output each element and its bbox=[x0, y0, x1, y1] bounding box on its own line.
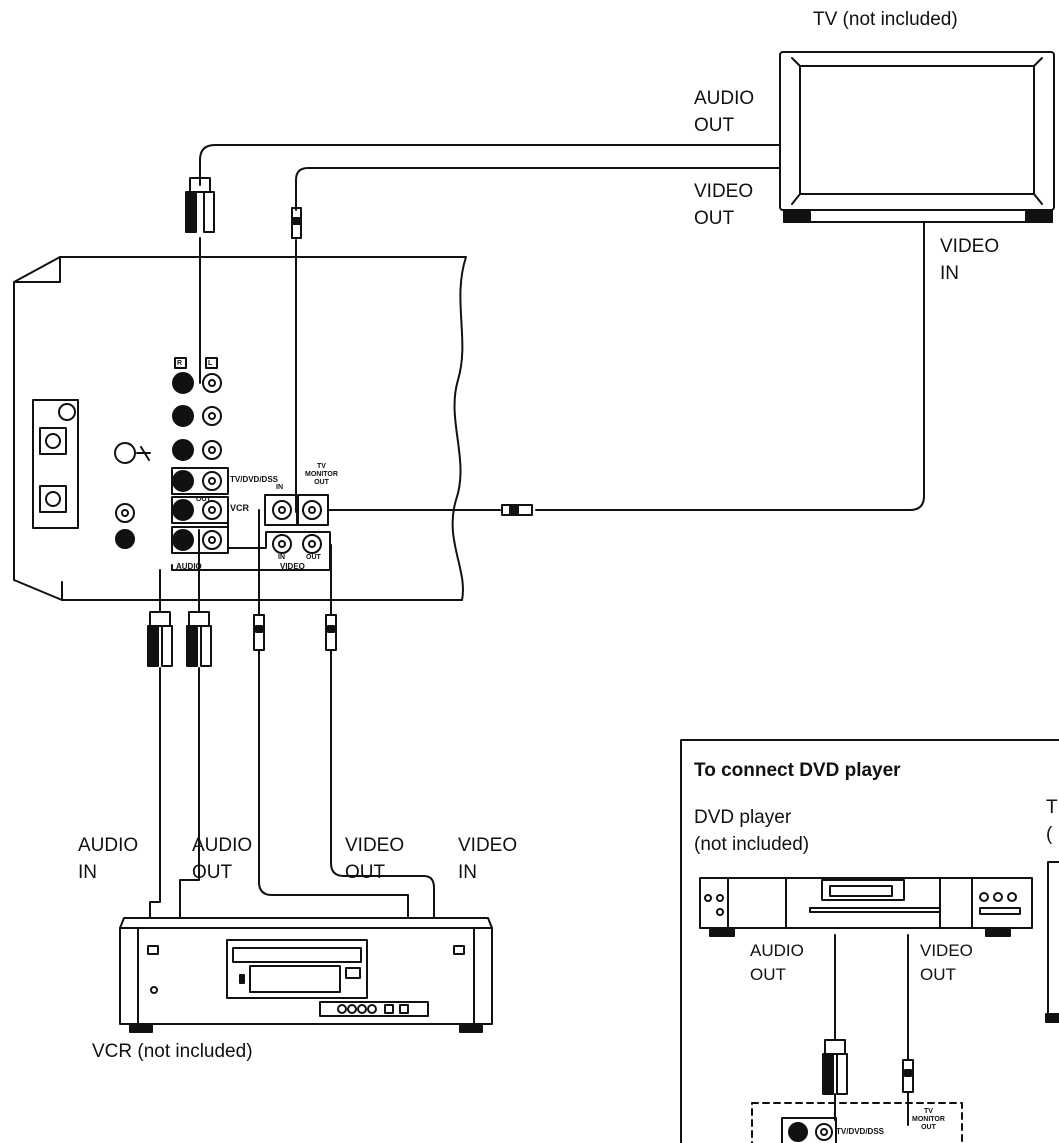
dvd-audio-out-label: AUDIO OUT bbox=[750, 941, 804, 984]
tv-in-label: IN bbox=[276, 484, 283, 491]
vcr-audio-in-label: AUDIO IN bbox=[78, 835, 139, 883]
vcr-plugs bbox=[147, 611, 337, 667]
inset-tv-dvd-dss-label: TV/DVD/DSS bbox=[836, 1127, 885, 1136]
dvd-video-out-label: VIDEO OUT bbox=[920, 941, 973, 984]
dvd-caption: DVD player (not included) bbox=[694, 807, 810, 855]
inset-tv-monitor-label: TV MONITOR OUT bbox=[912, 1108, 945, 1131]
vcr-label: VCR bbox=[230, 503, 250, 513]
tv-drawing bbox=[779, 51, 1055, 223]
tv-audio-out-label: AUDIO OUT bbox=[694, 88, 755, 136]
video-in-label: IN bbox=[278, 554, 285, 561]
audio-label: AUDIO bbox=[176, 562, 202, 571]
inset-tv-caption: T ( bbox=[1046, 797, 1058, 845]
tv-monitor-out-label: TV MONITOR OUT bbox=[305, 463, 338, 486]
channel-r-label: R bbox=[177, 360, 183, 367]
vcr-caption: VCR (not included) bbox=[92, 1041, 253, 1062]
tv-video-in-label: VIDEO IN bbox=[940, 236, 1000, 284]
cables-tv bbox=[199, 144, 925, 513]
jack-column bbox=[172, 372, 222, 551]
vcr-audio-out-label: AUDIO OUT bbox=[192, 835, 253, 883]
receiver-drawing bbox=[13, 256, 467, 601]
video-label: VIDEO bbox=[280, 562, 305, 571]
vcr-out-label: OUT bbox=[196, 496, 211, 503]
cables-vcr bbox=[149, 509, 435, 919]
vcr-video-out-label: VIDEO OUT bbox=[345, 835, 405, 883]
vcr-video-in-label: VIDEO IN bbox=[458, 835, 518, 883]
tv-caption: TV (not included) bbox=[813, 9, 958, 30]
video-out-label: OUT bbox=[306, 554, 321, 561]
vcr-drawing bbox=[119, 917, 493, 1033]
channel-l-label: L bbox=[208, 360, 213, 367]
dvd-inset bbox=[680, 739, 1059, 1143]
tv-video-out-label: VIDEO OUT bbox=[694, 181, 754, 229]
tv-plugs bbox=[185, 177, 533, 516]
tv-dvd-dss-label: TV/DVD/DSS bbox=[230, 475, 279, 484]
inset-title: To connect DVD player bbox=[694, 760, 901, 781]
